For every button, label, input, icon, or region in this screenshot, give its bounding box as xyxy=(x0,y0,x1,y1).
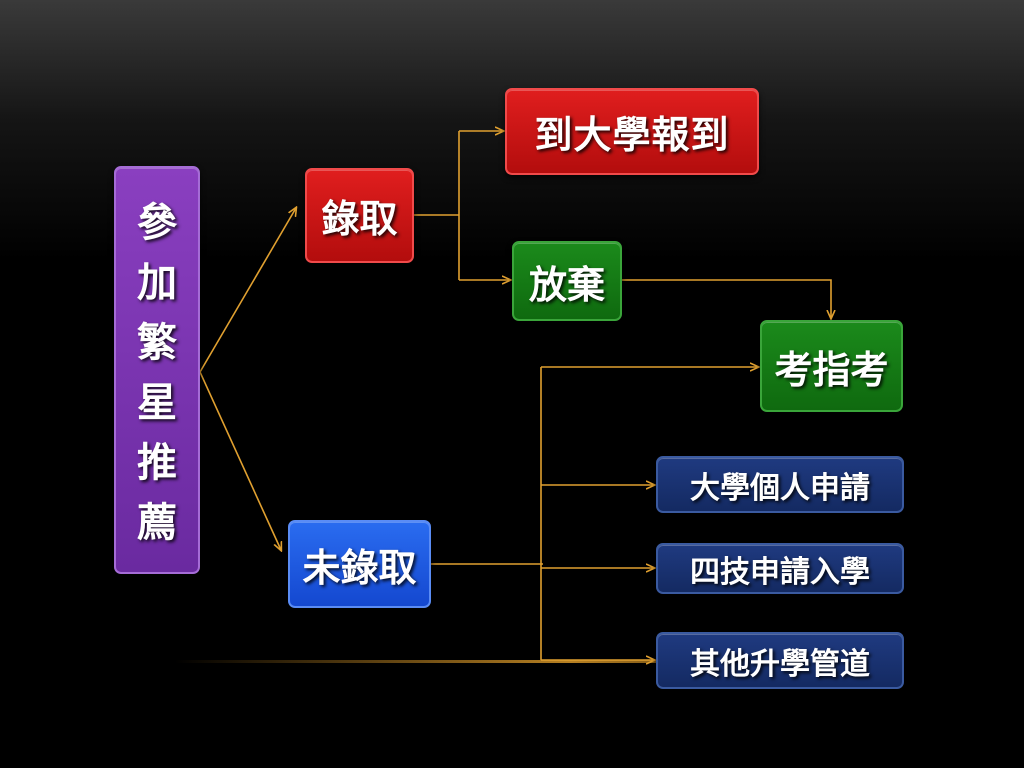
node-join-star-recommendation: 參加繁星推薦 xyxy=(114,166,200,574)
arrow-root-to-admitted xyxy=(199,208,296,373)
node-take-exam: 考指考 xyxy=(760,320,903,412)
node-not-admitted: 未錄取 xyxy=(288,520,431,608)
node-other-paths: 其他升學管道 xyxy=(656,632,904,689)
node-report-to-university: 到大學報到 xyxy=(505,88,759,175)
line-not-admitted-branch xyxy=(431,367,543,660)
node-personal-application: 大學個人申請 xyxy=(656,456,904,513)
node-admitted: 錄取 xyxy=(305,168,414,263)
arrow-giveup-to-exam xyxy=(622,279,831,318)
node-tech-application: 四技申請入學 xyxy=(656,543,904,594)
node-give-up: 放棄 xyxy=(512,241,622,321)
decorative-glow-line xyxy=(175,660,895,663)
arrow-root-to-not-admitted xyxy=(199,371,281,550)
node-join-star-recommendation-label: 參加繁星推薦 xyxy=(137,199,177,546)
line-admitted-branch xyxy=(414,131,460,280)
